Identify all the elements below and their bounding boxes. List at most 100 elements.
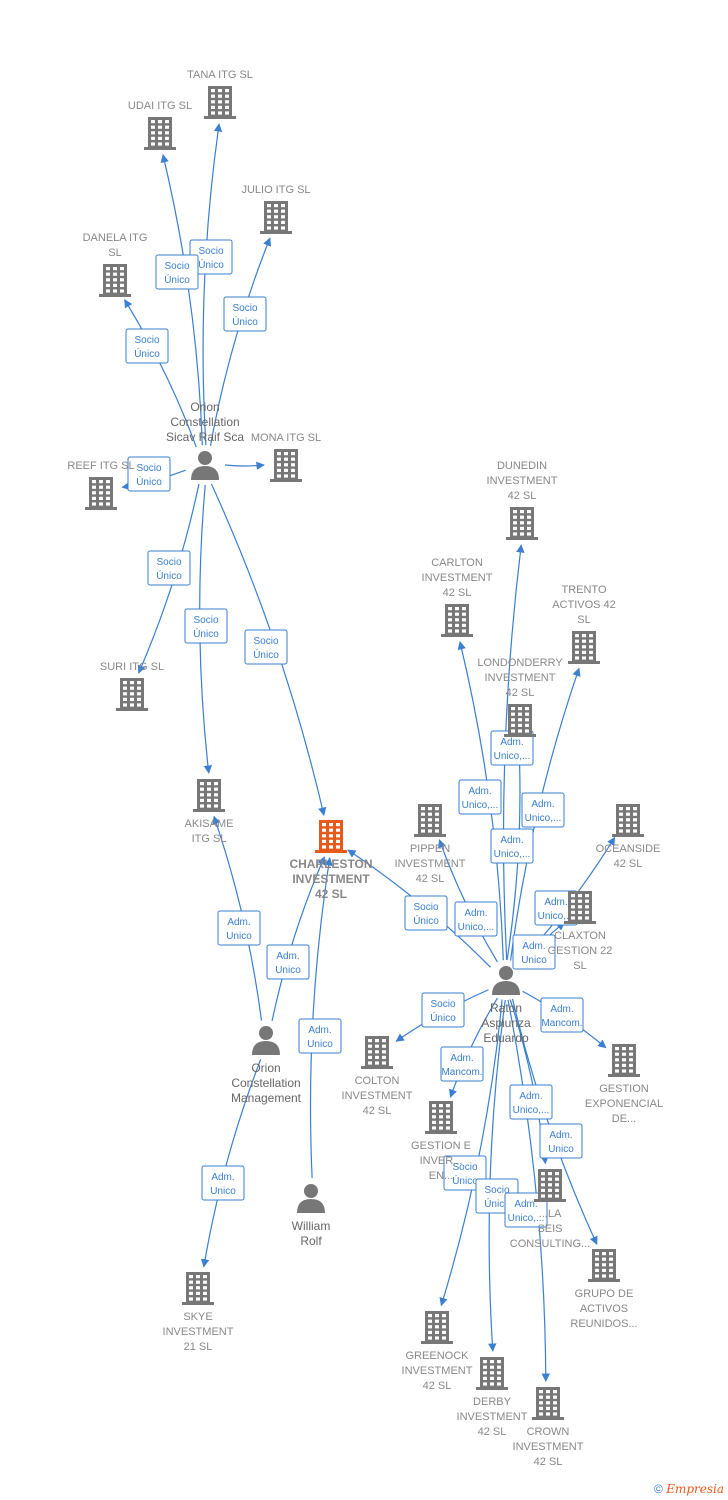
building-window — [113, 283, 117, 287]
building-window — [539, 1406, 543, 1410]
building-window — [553, 1401, 557, 1405]
brand-logo[interactable]: Empresia — [666, 1482, 724, 1496]
building-window — [99, 485, 103, 489]
node-mona[interactable]: MONA ITG SL — [251, 432, 321, 482]
building-window — [207, 798, 211, 802]
building-window — [553, 1395, 557, 1399]
building-window — [435, 1325, 439, 1329]
edge-label-raton-to-gestion_exponencial[interactable]: Adm.Mancom. — [540, 997, 584, 1033]
building-window — [214, 787, 218, 791]
edge-label-raton-to-londonderry[interactable]: Adm.Unico,... — [490, 828, 534, 864]
edge-label-raton-to-claxton[interactable]: Adm.Unico — [512, 934, 556, 970]
building-window — [151, 136, 155, 140]
edge-label-text: Único — [413, 914, 439, 927]
building-window — [575, 650, 579, 654]
edge-label-text: Unico — [226, 931, 252, 942]
edge-label-william-to-charleston[interactable]: Adm.Unico — [298, 1018, 342, 1054]
node-udai[interactable]: UDAI ITG SL — [128, 100, 192, 150]
building-window — [442, 1314, 446, 1318]
building-window — [375, 1055, 379, 1059]
edge-william-to-charleston — [309, 857, 333, 1179]
edge-label-text: Adm. — [550, 1004, 573, 1015]
edge-label-orion_mgmt-to-akisame[interactable]: Adm. Unico — [217, 910, 261, 946]
edge-label-raton-to-pippen[interactable]: Adm.Unico,... — [454, 901, 498, 937]
edge-label-raton-to-oceanside[interactable]: Adm.Unico,... — [534, 890, 578, 926]
building-window — [578, 899, 582, 903]
building-base — [361, 1066, 393, 1069]
building-window — [281, 215, 285, 219]
building-icon — [425, 1101, 457, 1134]
node-label: EN... — [429, 1170, 453, 1182]
edge-label-raton-to-gestion_e[interactable]: Adm.Mancom. — [440, 1046, 484, 1082]
edge-label-orion_mgmt-to-skye[interactable]: Adm.Unico — [201, 1165, 245, 1201]
building-window — [490, 1376, 494, 1380]
edge-label-text: Adm. — [227, 917, 250, 928]
edge-label-text: Unico,... — [458, 922, 495, 933]
building-window — [113, 272, 117, 276]
building-window — [336, 823, 340, 827]
building-window — [432, 1104, 436, 1108]
building-window — [382, 1039, 386, 1043]
node-julio[interactable]: JULIO ITG SL — [241, 184, 311, 234]
node-gestion_exponencial[interactable]: GESTIONEXPONENCIALDE... — [585, 1044, 663, 1125]
building-window — [137, 697, 141, 701]
edge-label-orion_mgmt-to-charleston[interactable]: Adm.Unico — [266, 944, 310, 980]
edge-raton-to-crown — [507, 999, 550, 1382]
node-reef[interactable]: REEF ITG SL — [67, 460, 135, 510]
node-gestion_e[interactable]: GESTION EINVER...EN... — [411, 1101, 471, 1182]
node-seis[interactable]: ...LASEISCONSULTING... — [510, 1169, 590, 1250]
edge-label-raton-to-seis[interactable]: Adm.Unico,... — [509, 1084, 553, 1120]
node-suri[interactable]: SURI ITG SL — [100, 661, 164, 711]
edge-label-raton-to-trento[interactable]: Adm.Unico,... — [521, 792, 565, 828]
building-window — [329, 839, 333, 843]
edge-label-raton-to-dunedin[interactable]: Adm.Unico,... — [490, 730, 534, 766]
edge-label-text: Único — [156, 569, 182, 582]
building-window — [368, 1061, 372, 1065]
building-window — [322, 845, 326, 849]
node-grupo[interactable]: GRUPO DEACTIVOSREUNIDOS... — [570, 1249, 638, 1330]
building-window — [200, 787, 204, 791]
edge-label-box — [125, 328, 169, 364]
building-window — [106, 283, 110, 287]
building-window — [513, 515, 517, 519]
person-body — [492, 981, 520, 995]
building-window — [462, 623, 466, 627]
building-window — [511, 707, 515, 711]
edge-label-raton-to-grupo[interactable]: Adm.Unico — [539, 1123, 583, 1159]
building-window — [432, 1109, 436, 1113]
building-window — [375, 1061, 379, 1065]
node-tana[interactable]: TANA ITG SL — [187, 69, 253, 119]
building-window — [281, 209, 285, 213]
node-label: INVER... — [420, 1155, 463, 1167]
edge-label-raton-to-carlton[interactable]: Adm.Unico,... — [458, 779, 502, 815]
